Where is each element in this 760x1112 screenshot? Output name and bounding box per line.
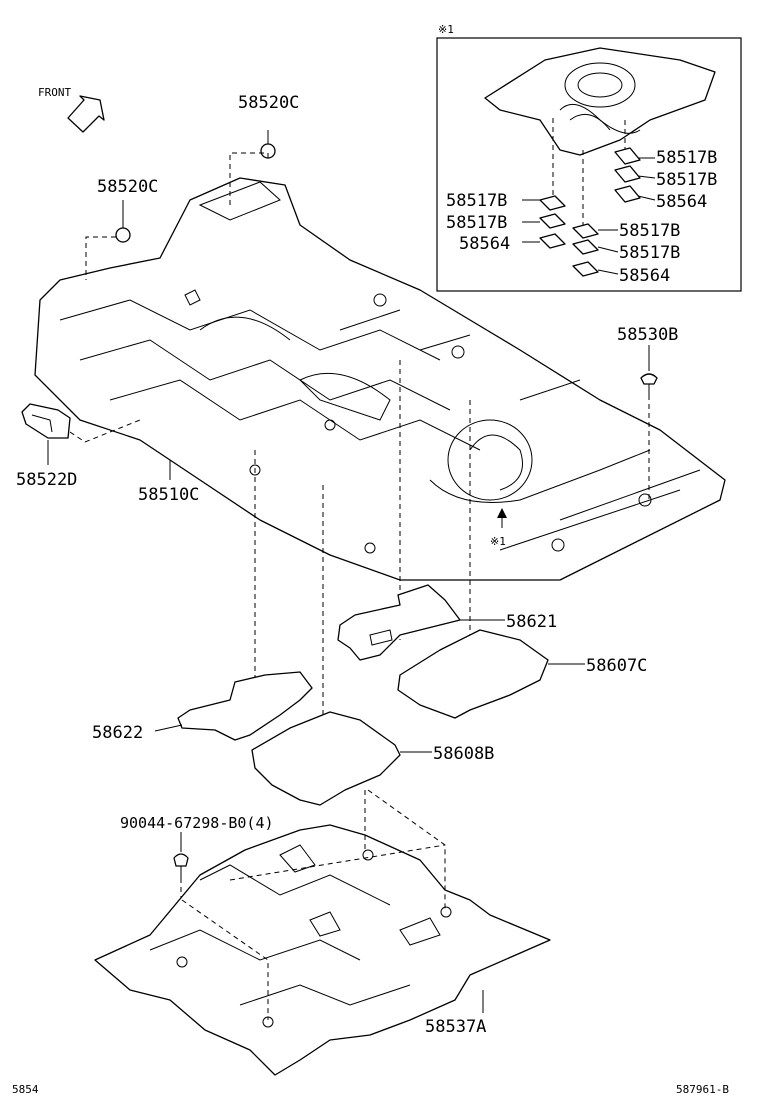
footer-group-code: 5854 [12, 1083, 39, 1096]
callout-58517b-4[interactable]: 58517B [619, 243, 680, 263]
callout-58522d[interactable]: 58522D [16, 470, 77, 490]
detail-ref-marker: ※1 [490, 508, 507, 548]
callout-58510c[interactable]: 58510C [138, 485, 199, 505]
callout-58517b-1[interactable]: 58517B [656, 148, 717, 168]
detail-pads [539, 147, 641, 277]
callout-58520c-top[interactable]: 58520C [238, 93, 299, 113]
callout-58530b[interactable]: 58530B [617, 325, 678, 345]
callout-90044-67298-b0[interactable]: 90044-67298-B0(4) [120, 814, 274, 832]
callout-58564-3[interactable]: 58564 [459, 234, 510, 254]
side-cover-58522d[interactable] [21, 403, 141, 465]
clip-bolt-90044[interactable] [173, 832, 189, 960]
callout-58621[interactable]: 58621 [506, 612, 557, 632]
callout-58517b-5[interactable]: 58517B [446, 191, 507, 211]
detail-box: ※1 58517B 58517B 58564 585 [436, 23, 742, 292]
callout-58517b-3[interactable]: 58517B [619, 221, 680, 241]
clip-58520c-top[interactable] [229, 130, 276, 205]
callout-58517b-2[interactable]: 58517B [656, 170, 717, 190]
callout-58564-2[interactable]: 58564 [619, 266, 670, 286]
silencer-pad-58622[interactable] [177, 671, 313, 741]
callout-58517b-6[interactable]: 58517B [446, 213, 507, 233]
callout-58608b[interactable]: 58608B [433, 744, 494, 764]
floor-carpet-58510c[interactable] [34, 177, 726, 581]
footer-illustration-code: 587961-B [676, 1083, 729, 1096]
detail-ref-marker-label: ※1 [490, 535, 506, 548]
clip-58520c-left[interactable] [85, 200, 131, 280]
silencer-pad-58621[interactable] [337, 584, 461, 661]
callout-58622[interactable]: 58622 [92, 723, 143, 743]
front-arrow-icon [67, 95, 105, 133]
floor-silencer-58537a[interactable] [94, 824, 551, 1076]
detail-box-ref: ※1 [438, 23, 454, 36]
callout-58537a[interactable]: 58537A [425, 1017, 486, 1037]
callout-58520c-left[interactable]: 58520C [97, 177, 158, 197]
clip-58530b[interactable] [640, 345, 658, 500]
callout-58564-1[interactable]: 58564 [656, 192, 707, 212]
front-label: FRONT [38, 86, 71, 99]
silencer-pad-58607c[interactable] [397, 629, 549, 719]
silencer-pad-58608b[interactable] [251, 711, 401, 806]
front-direction-indicator: FRONT [38, 86, 105, 133]
callout-58607c[interactable]: 58607C [586, 656, 647, 676]
